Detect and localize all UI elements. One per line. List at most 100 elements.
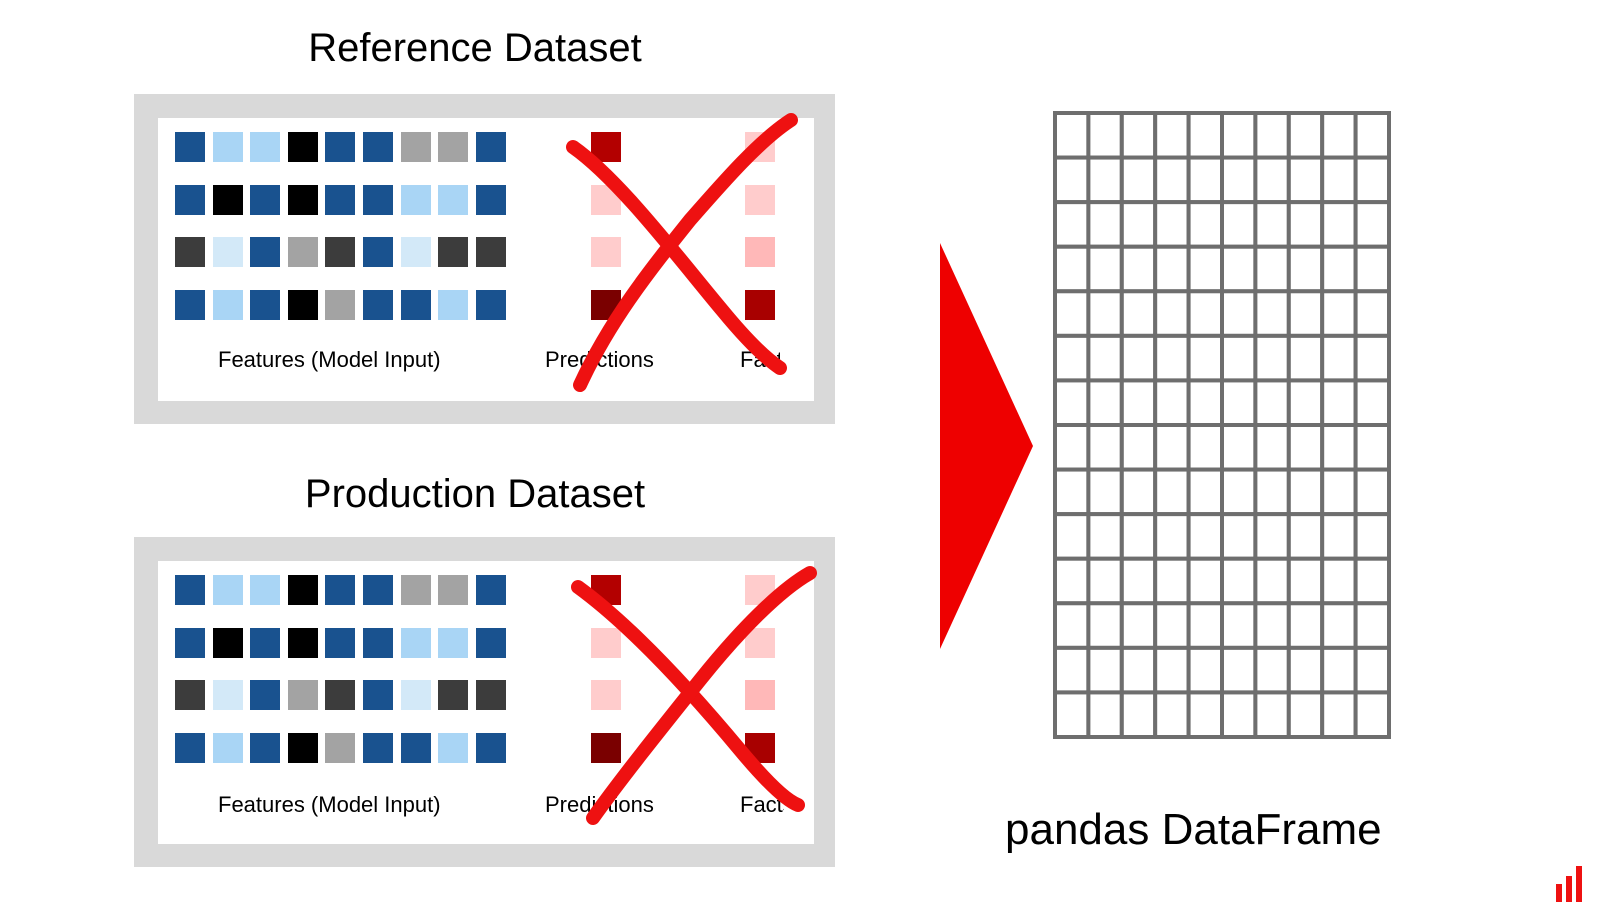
- production-feature-cell: [400, 627, 431, 658]
- dataframe-cell: [1220, 289, 1258, 338]
- production-predictions-label: Predictions: [545, 792, 654, 817]
- dataframe-cell: [1119, 467, 1158, 517]
- reference-panel: [134, 94, 835, 424]
- dataframe-cell: [1086, 423, 1124, 472]
- dataframe-cell: [1353, 690, 1392, 740]
- production-title: Production Dataset: [304, 472, 646, 516]
- reference-feature-cell: [250, 289, 281, 320]
- reference-title: Reference Dataset: [308, 26, 642, 70]
- reference-feature-cell: [325, 289, 356, 320]
- dataframe-cell: [1286, 690, 1325, 740]
- reference-feature-cell: [175, 132, 205, 162]
- dataframe-cell: [1153, 333, 1191, 383]
- reference-feature-cell: [175, 237, 205, 267]
- dataframe-cell: [1220, 155, 1258, 205]
- production-feature-cell: [363, 575, 393, 605]
- dataframe-cell: [1220, 556, 1258, 606]
- reference-prediction-cell: [591, 132, 621, 162]
- dataframe-cell: [1053, 467, 1091, 517]
- dataframe-cell: [1186, 645, 1225, 695]
- dataframe-cell: [1320, 467, 1358, 517]
- production-feature-cell: [475, 732, 506, 763]
- reference-feature-cell: [212, 132, 243, 162]
- dataframe-cell: [1153, 244, 1191, 294]
- production-feature-cell: [400, 575, 431, 605]
- production-feature-cell: [287, 732, 318, 763]
- dataframe-cell: [1119, 289, 1158, 338]
- production-feature-cell: [325, 680, 356, 710]
- reference-fact-cell: [745, 132, 775, 162]
- production-feature-cell: [438, 627, 469, 658]
- production-feature-cell: [363, 732, 393, 763]
- dataframe-cell: [1186, 423, 1225, 472]
- production-feature-cell: [475, 627, 506, 658]
- dataframe-cell: [1053, 333, 1091, 383]
- dataframe-cell: [1253, 111, 1291, 160]
- reference-feature-cell: [250, 237, 281, 267]
- dataframe-cell: [1320, 111, 1358, 160]
- dataframe-cell: [1053, 601, 1091, 650]
- dataframe-cell: [1320, 244, 1358, 294]
- dataframe-cell: [1253, 601, 1291, 650]
- reference-feature-cell: [475, 237, 506, 267]
- reference-predictions-label: Predictions: [545, 347, 654, 372]
- dataframe-cell: [1253, 378, 1291, 427]
- reference-feature-cell: [175, 184, 205, 215]
- dataframe-cell: [1320, 556, 1358, 606]
- dataframe-cell: [1119, 556, 1158, 606]
- dataframe-cell: [1286, 378, 1325, 427]
- dataframe-cell: [1253, 155, 1291, 205]
- dataframe-cell: [1186, 467, 1225, 517]
- reference-feature-cell: [400, 289, 431, 320]
- production-features-label: Features (Model Input): [218, 792, 441, 817]
- dataframe-cell: [1286, 512, 1325, 561]
- dataframe-cell: [1286, 244, 1325, 294]
- reference-feature-cell: [325, 132, 356, 162]
- dataframe-cell: [1353, 200, 1392, 249]
- dataframe-cell: [1053, 556, 1091, 606]
- production-feature-cell: [212, 627, 243, 658]
- reference-prediction-cell: [591, 289, 621, 320]
- dataframe-cell: [1353, 467, 1392, 517]
- reference-fact-cell: [745, 237, 775, 267]
- dataframe-cell: [1153, 111, 1191, 160]
- dataframe-cell: [1320, 289, 1358, 338]
- dataframe-cell: [1220, 512, 1258, 561]
- dataframe-cell: [1320, 333, 1358, 383]
- reference-feature-cell: [287, 237, 318, 267]
- production-facts-label: Facts: [740, 792, 784, 817]
- reference-feature-cell: [438, 237, 469, 267]
- dataframe-cell: [1253, 423, 1291, 472]
- reference-feature-cell: [212, 237, 243, 267]
- reference-feature-cell: [363, 132, 393, 162]
- dataframe-cell: [1353, 512, 1392, 561]
- production-fact-cell: [745, 732, 775, 763]
- dataframe-cell: [1353, 333, 1392, 383]
- dataframe-cell: [1186, 200, 1225, 249]
- dataframe-cell: [1220, 111, 1258, 160]
- dataframe-cell: [1353, 601, 1392, 650]
- dataframe-cell: [1086, 289, 1124, 338]
- dataframe-cell: [1253, 467, 1291, 517]
- dataframe-cell: [1086, 333, 1124, 383]
- production-feature-cell: [175, 627, 205, 658]
- dataframe-cell: [1053, 244, 1091, 294]
- dataframe-cell: [1220, 244, 1258, 294]
- production-feature-cell: [325, 732, 356, 763]
- dataframe-cell: [1286, 645, 1325, 695]
- dataframe-cell: [1186, 244, 1225, 294]
- dataframe-cell: [1153, 601, 1191, 650]
- dataframe-cell: [1086, 645, 1124, 695]
- reference-feature-cell: [438, 289, 469, 320]
- dataframe-cell: [1286, 200, 1325, 249]
- dataframe-cell: [1220, 601, 1258, 650]
- reference-feature-cell: [287, 184, 318, 215]
- dataframe-cell: [1053, 690, 1091, 740]
- dataframe-cell: [1053, 200, 1091, 249]
- dataframe-cell: [1320, 200, 1358, 249]
- reference-feature-cell: [438, 132, 469, 162]
- dataframe-cell: [1253, 645, 1291, 695]
- dataframe-cell: [1119, 155, 1158, 205]
- dataframe-cell: [1353, 645, 1392, 695]
- production-feature-cell: [250, 575, 281, 605]
